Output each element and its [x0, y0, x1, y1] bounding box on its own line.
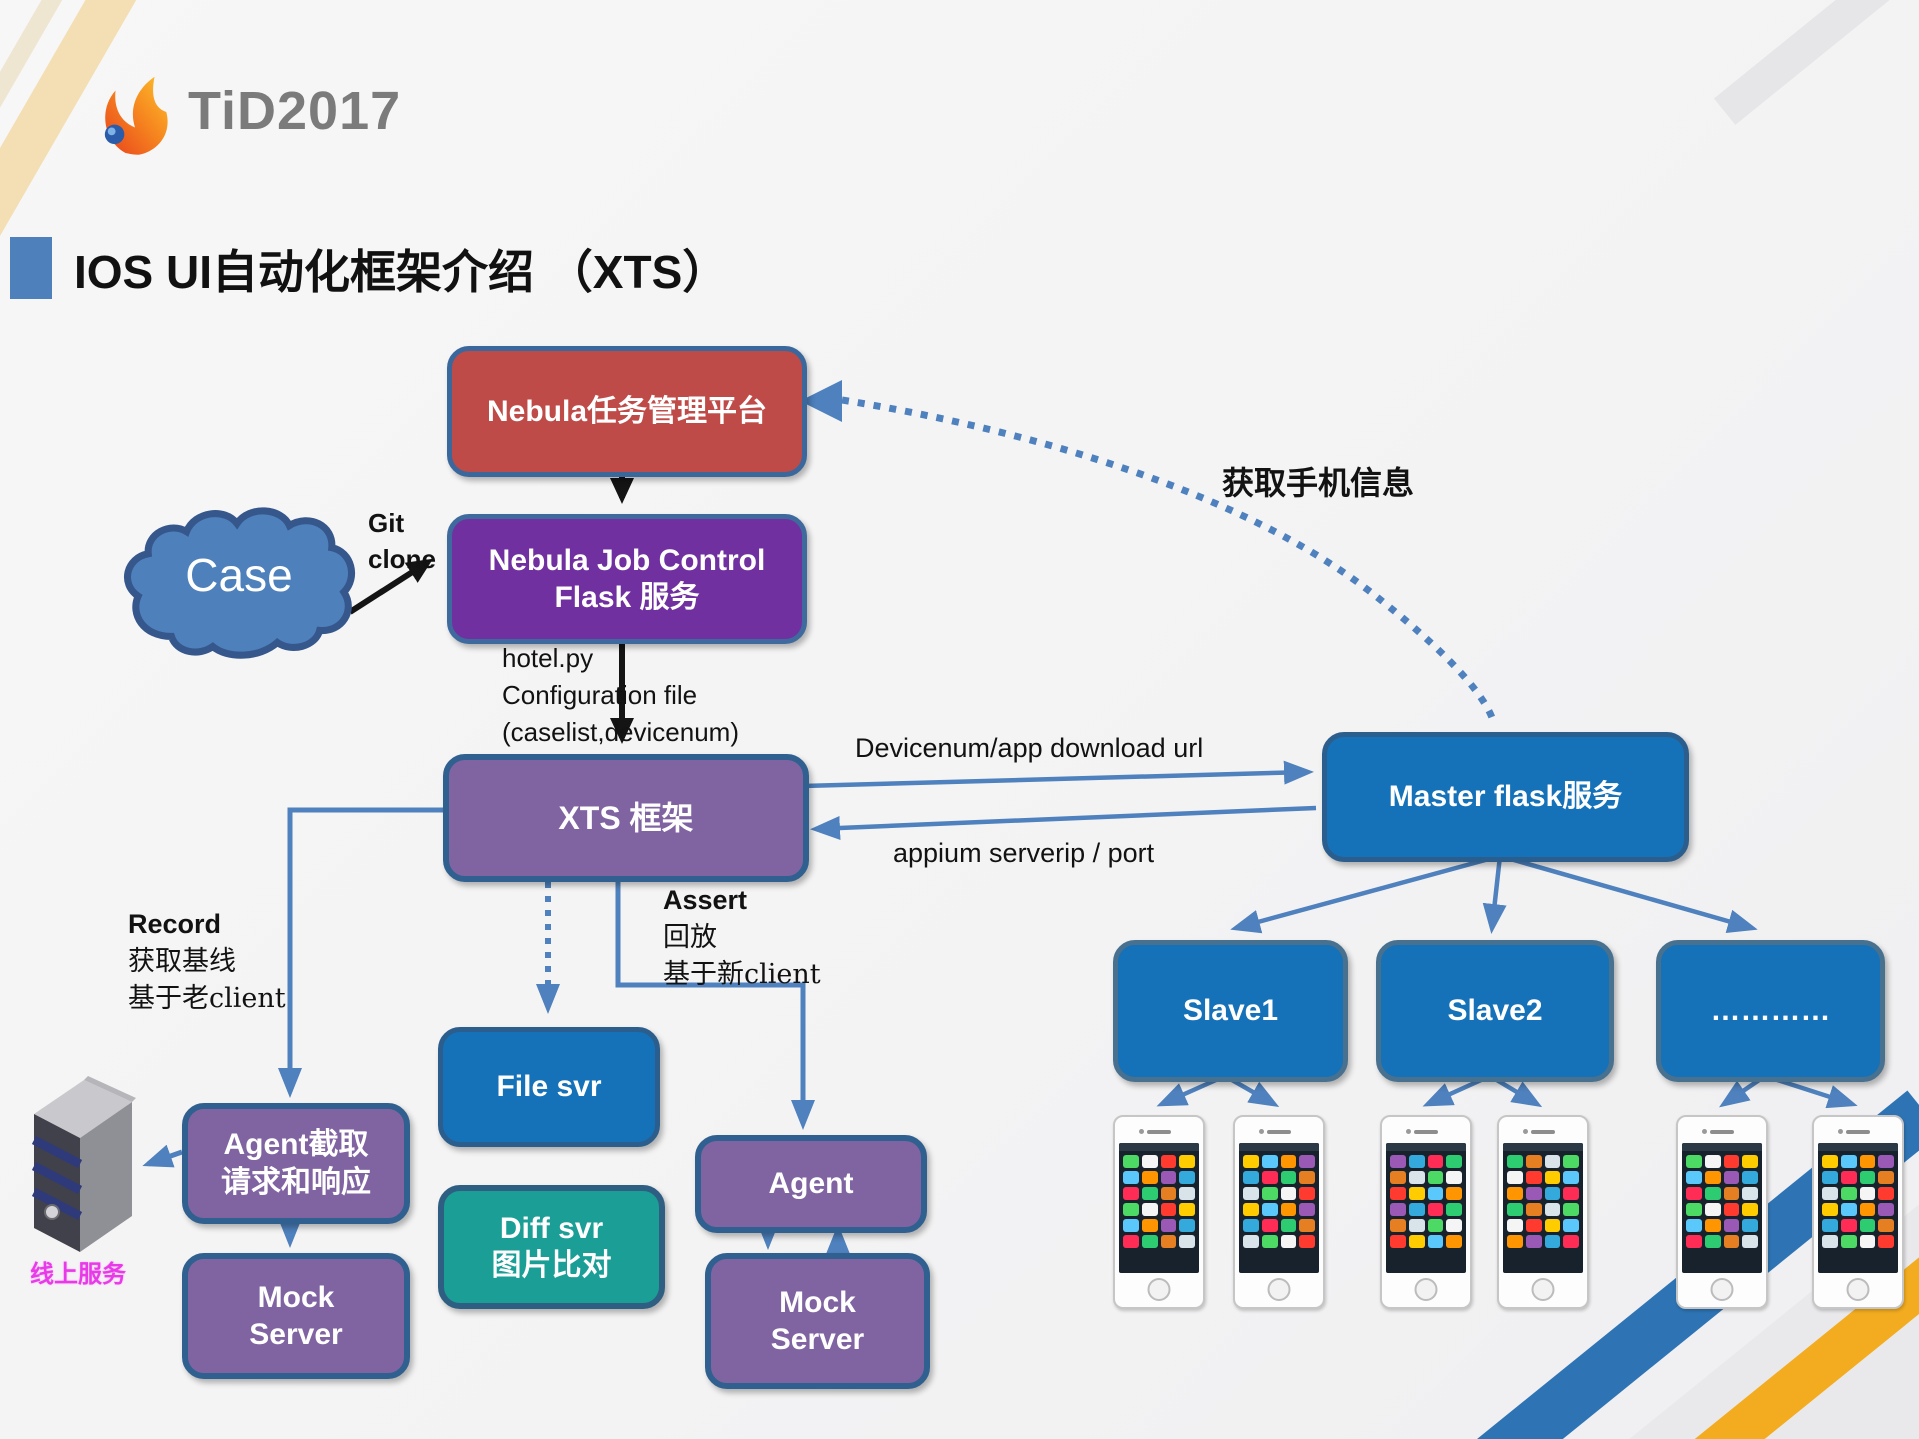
elbow-xts-to-agent: [615, 866, 815, 1130]
iphone-image: [1497, 1115, 1589, 1309]
node-xts: XTS 框架: [443, 754, 809, 882]
iphone-home-button: [1414, 1278, 1438, 1301]
node-agent-capture: Agent截取 请求和响应: [182, 1103, 410, 1224]
elbow-xts-to-agent-capture: [278, 807, 443, 1098]
arrow-master-to-slave1: [1230, 853, 1501, 934]
server-tower-icon: [22, 1066, 142, 1261]
arrow-master-to-xts: [810, 805, 1317, 840]
iphone-home-button: [1710, 1278, 1734, 1301]
appium-arrow-label: appium serverip / port: [893, 838, 1155, 868]
node-mock-server-left: Mock Server: [182, 1253, 410, 1379]
flame-icon: [98, 58, 176, 163]
iphone-image: [1380, 1115, 1472, 1309]
node-job-control: Nebula Job Control Flask 服务: [447, 514, 807, 644]
node-file-svr: File svr: [438, 1027, 660, 1147]
git-clone-label: Git clone: [368, 508, 436, 574]
arrow-xts-to-master: [802, 760, 1314, 789]
iphone-home-button: [1846, 1278, 1870, 1301]
assert-note: Assert 回放 基于新client: [663, 885, 821, 990]
node-slave1: Slave1: [1113, 940, 1348, 1082]
node-slave2: Slave2: [1376, 940, 1614, 1082]
record-note: Record 获取基线 基于老client: [128, 909, 286, 1014]
arrow-master-to-slave-more: [1499, 853, 1758, 933]
node-mock-server-right: Mock Server: [705, 1253, 930, 1389]
iphone-image: [1113, 1115, 1205, 1309]
iphone-home-button: [1267, 1278, 1291, 1301]
node-agent: Agent: [695, 1135, 927, 1233]
page-title: IOS UI自动化框架介绍 （XTS）: [74, 246, 729, 298]
online-service-label: 线上服务: [30, 1259, 126, 1288]
title-accent-square: [10, 237, 52, 299]
iphone-image: [1676, 1115, 1768, 1309]
case-cloud-label: Case: [185, 549, 293, 601]
arrow-case-to-jobcontrol: [348, 558, 434, 615]
iphone-home-button: [1531, 1278, 1555, 1301]
dotted-curve-master-to-nebula: [841, 396, 1498, 725]
arrow-agentcapture-to-server: [142, 1144, 183, 1168]
logo: TiD2017: [98, 58, 401, 163]
iphone-image: [1233, 1115, 1325, 1309]
devicenum-arrow-label: Devicenum/app download url: [855, 733, 1204, 763]
node-nebula-platform: Nebula任务管理平台: [447, 346, 807, 477]
node-master-flask: Master flask服务: [1322, 732, 1689, 862]
node-diff-svr: Diff svr 图片比对: [438, 1185, 665, 1309]
dotted-curve-arrowhead: [800, 380, 842, 422]
node-slave-more: …………: [1656, 940, 1885, 1082]
iphone-image: [1812, 1115, 1904, 1309]
iphone-home-button: [1147, 1278, 1171, 1301]
node-case-cloud: Case: [118, 490, 360, 672]
arrow-master-to-slave2: [1482, 855, 1507, 934]
get-phone-info-label: 获取手机信息: [1222, 464, 1415, 502]
logo-text: TiD2017: [188, 80, 402, 141]
hotel-config-note: hotel.py Configuration file (caselist,de…: [502, 643, 739, 747]
